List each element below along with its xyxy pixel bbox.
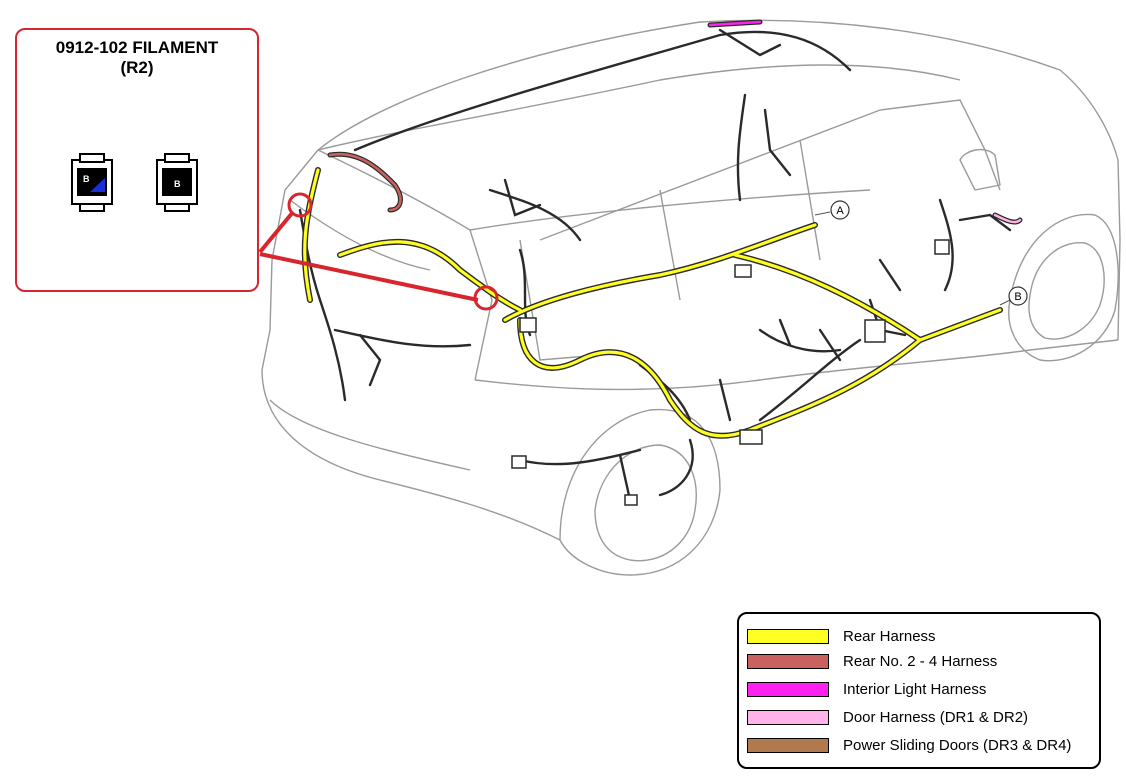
legend-item-interior-light-harness: Interior Light Harness bbox=[747, 678, 986, 700]
connector-left-letter: B bbox=[83, 174, 90, 184]
connector-blocks bbox=[511, 239, 950, 506]
legend-label: Door Harness (DR1 & DR2) bbox=[843, 708, 1029, 726]
legend-swatch bbox=[747, 628, 829, 644]
callout-subtitle: (R2) bbox=[120, 58, 154, 77]
highlight-pointers bbox=[258, 192, 499, 311]
legend-item-door-harness: Door Harness (DR1 & DR2) bbox=[747, 706, 1028, 728]
callout-title: 0912-102 FILAMENT bbox=[55, 38, 219, 57]
connector-callout: 0912-102 FILAMENT (R2) B B bbox=[15, 28, 259, 292]
connector-left-icon: B bbox=[71, 153, 113, 212]
rear-harness-outline bbox=[301, 167, 1003, 439]
marker-b-label: B bbox=[1014, 291, 1021, 303]
connector-right-letter: B bbox=[174, 179, 181, 189]
marker-a: A bbox=[814, 200, 850, 220]
connector-icons: B B bbox=[71, 153, 198, 212]
marker-a-label: A bbox=[836, 205, 844, 217]
legend-swatch bbox=[747, 653, 829, 669]
legend-label: Rear No. 2 - 4 Harness bbox=[843, 652, 998, 670]
legend-item-power-sliding-doors: Power Sliding Doors (DR3 & DR4) bbox=[747, 734, 1071, 756]
legend-label: Rear Harness bbox=[843, 627, 936, 645]
wire-bundles bbox=[298, 28, 1012, 502]
legend-item-rear-harness: Rear Harness bbox=[747, 625, 936, 647]
harness-legend: Rear Harness Rear No. 2 - 4 Harness Inte… bbox=[737, 612, 1101, 769]
legend-swatch bbox=[747, 737, 829, 753]
legend-swatch bbox=[747, 681, 829, 697]
rear-no2-4-harness bbox=[327, 151, 403, 213]
interior-light-harness bbox=[707, 19, 1023, 225]
rear-harness bbox=[303, 168, 1002, 438]
marker-b: B bbox=[999, 286, 1028, 306]
legend-swatch bbox=[747, 709, 829, 725]
legend-label: Interior Light Harness bbox=[843, 680, 987, 698]
legend-item-rear-no2-4-harness: Rear No. 2 - 4 Harness bbox=[747, 650, 997, 672]
vehicle-outline bbox=[261, 19, 1121, 576]
connector-right-icon: B bbox=[156, 153, 198, 212]
rear-no2-4-harness-fill bbox=[328, 152, 402, 212]
legend-label: Power Sliding Doors (DR3 & DR4) bbox=[843, 736, 1072, 754]
